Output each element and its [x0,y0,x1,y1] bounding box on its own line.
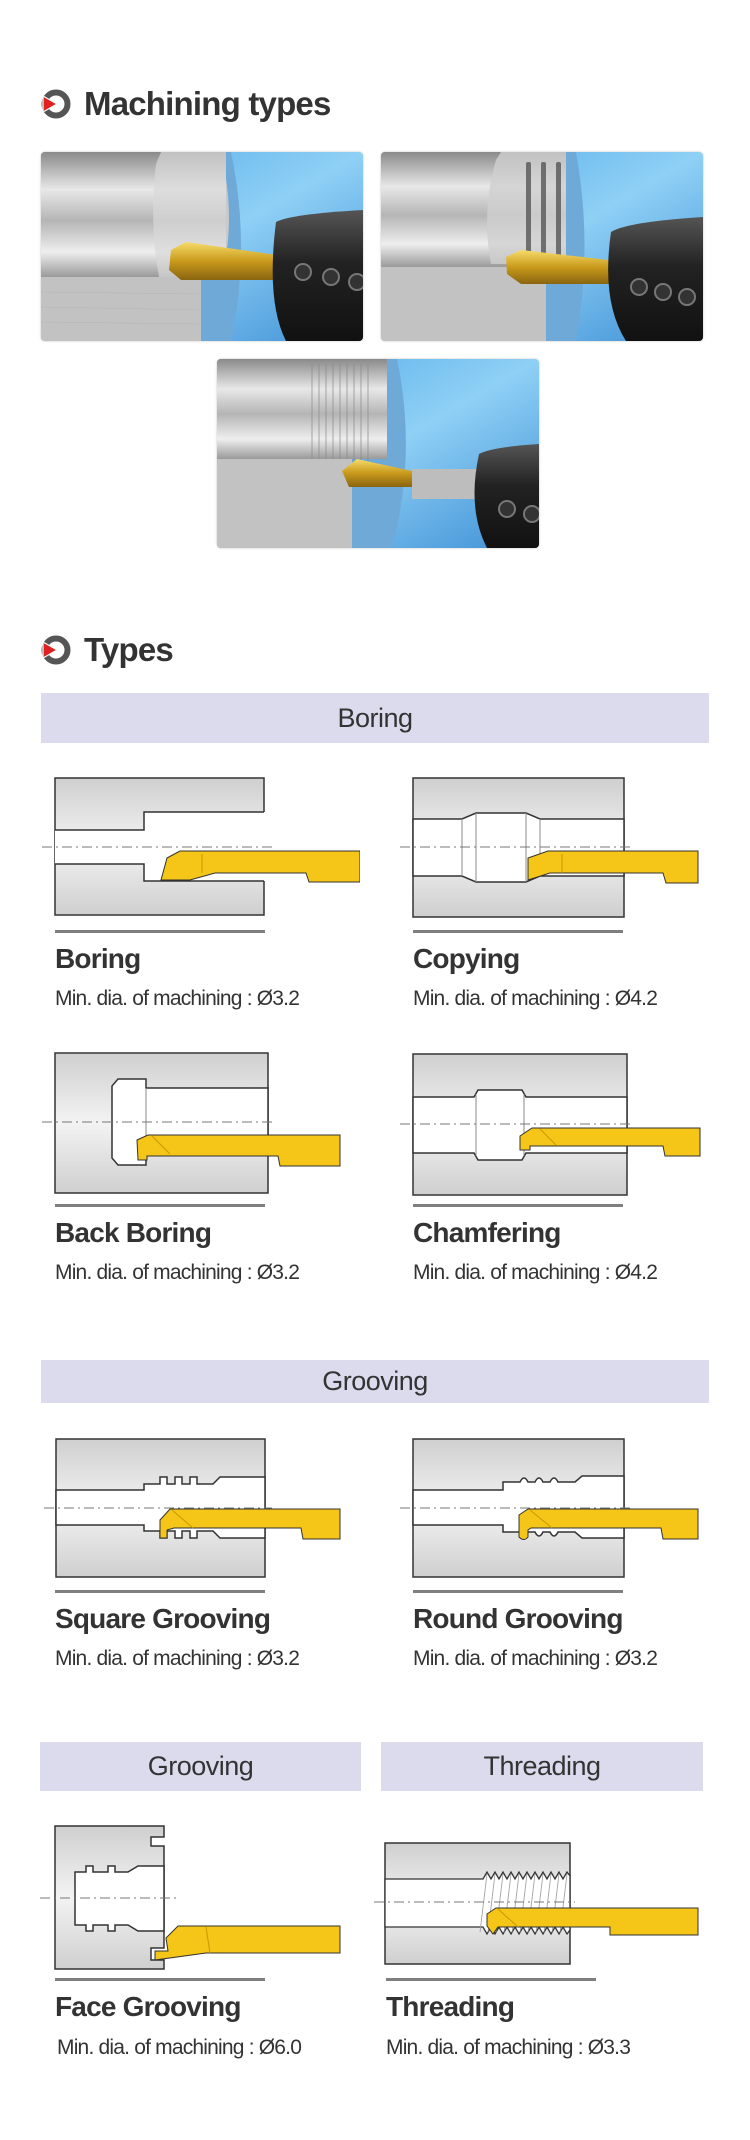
type-spec: Min. dia. of machining : Ø3.2 [55,1261,300,1284]
type-spec: Min. dia. of machining : Ø4.2 [413,1261,658,1284]
category-bar-boring: Boring [41,693,709,743]
category-bar-threading: Threading [381,1742,703,1791]
back-boring-diagram [42,1052,341,1194]
type-card-back-boring: Back Boring Min. dia. of machining : Ø3.… [30,1050,360,1300]
divider [413,1204,623,1207]
category-label: Threading [483,1751,601,1781]
type-name: Copying [413,943,520,974]
type-card-round-grooving: Round Grooving Min. dia. of machining : … [400,1430,730,1680]
face-grooving-diagram [40,1825,341,1970]
type-card-boring: Boring Min. dia. of machining : Ø3.2 [30,770,360,1020]
photo-grooving [381,152,703,341]
square-grooving-diagram [44,1438,341,1578]
type-name: Threading [386,1991,515,2022]
divider [413,1590,623,1593]
photo-boring [41,152,363,341]
type-name: Back Boring [55,1217,212,1248]
category-label: Boring [337,702,413,733]
divider [55,1204,265,1207]
divider [413,930,623,933]
divider [55,1978,265,1981]
chamfering-diagram [400,1053,701,1196]
type-card-chamfering: Chamfering Min. dia. of machining : Ø4.2 [400,1050,730,1300]
category-bar-grooving: Grooving [41,1360,709,1403]
type-spec: Min. dia. of machining : Ø4.2 [413,987,658,1010]
type-card-square-grooving: Square Grooving Min. dia. of machining :… [30,1430,360,1680]
category-label: Grooving [147,1751,254,1781]
section-bullet-icon [41,89,71,119]
photo-threading [217,359,539,548]
type-card-copying: Copying Min. dia. of machining : Ø4.2 [400,770,730,1020]
category-bar-grooving-small: Grooving [40,1742,361,1791]
type-spec: Min. dia. of machining : Ø3.2 [55,1647,300,1670]
type-name: Square Grooving [55,1603,271,1634]
type-name: Chamfering [413,1217,561,1248]
type-card-face-grooving: Face Grooving Min. dia. of machining : Ø… [30,1810,360,2100]
type-spec: Min. dia. of machining : Ø3.3 [386,2036,631,2059]
section-header-types: Types [40,630,174,670]
category-label: Grooving [322,1366,428,1396]
section-header-machining-types: Machining types [40,84,331,124]
divider [55,930,265,933]
type-spec: Min. dia. of machining : Ø3.2 [55,987,300,1010]
section-title: Machining types [84,85,331,122]
divider [55,1590,265,1593]
type-name: Face Grooving [55,1991,241,2022]
type-card-threading: Threading Min. dia. of machining : Ø3.3 [370,1810,720,2100]
divider [386,1978,596,1981]
section-title: Types [84,631,174,668]
boring-diagram [42,777,360,916]
type-spec: Min. dia. of machining : Ø6.0 [57,2036,302,2059]
threading-diagram [374,1842,699,1965]
section-bullet-icon [41,635,71,665]
copying-diagram [400,777,699,918]
type-name: Boring [55,943,141,974]
round-grooving-diagram [400,1438,699,1578]
type-name: Round Grooving [413,1603,623,1634]
type-spec: Min. dia. of machining : Ø3.2 [413,1647,658,1670]
